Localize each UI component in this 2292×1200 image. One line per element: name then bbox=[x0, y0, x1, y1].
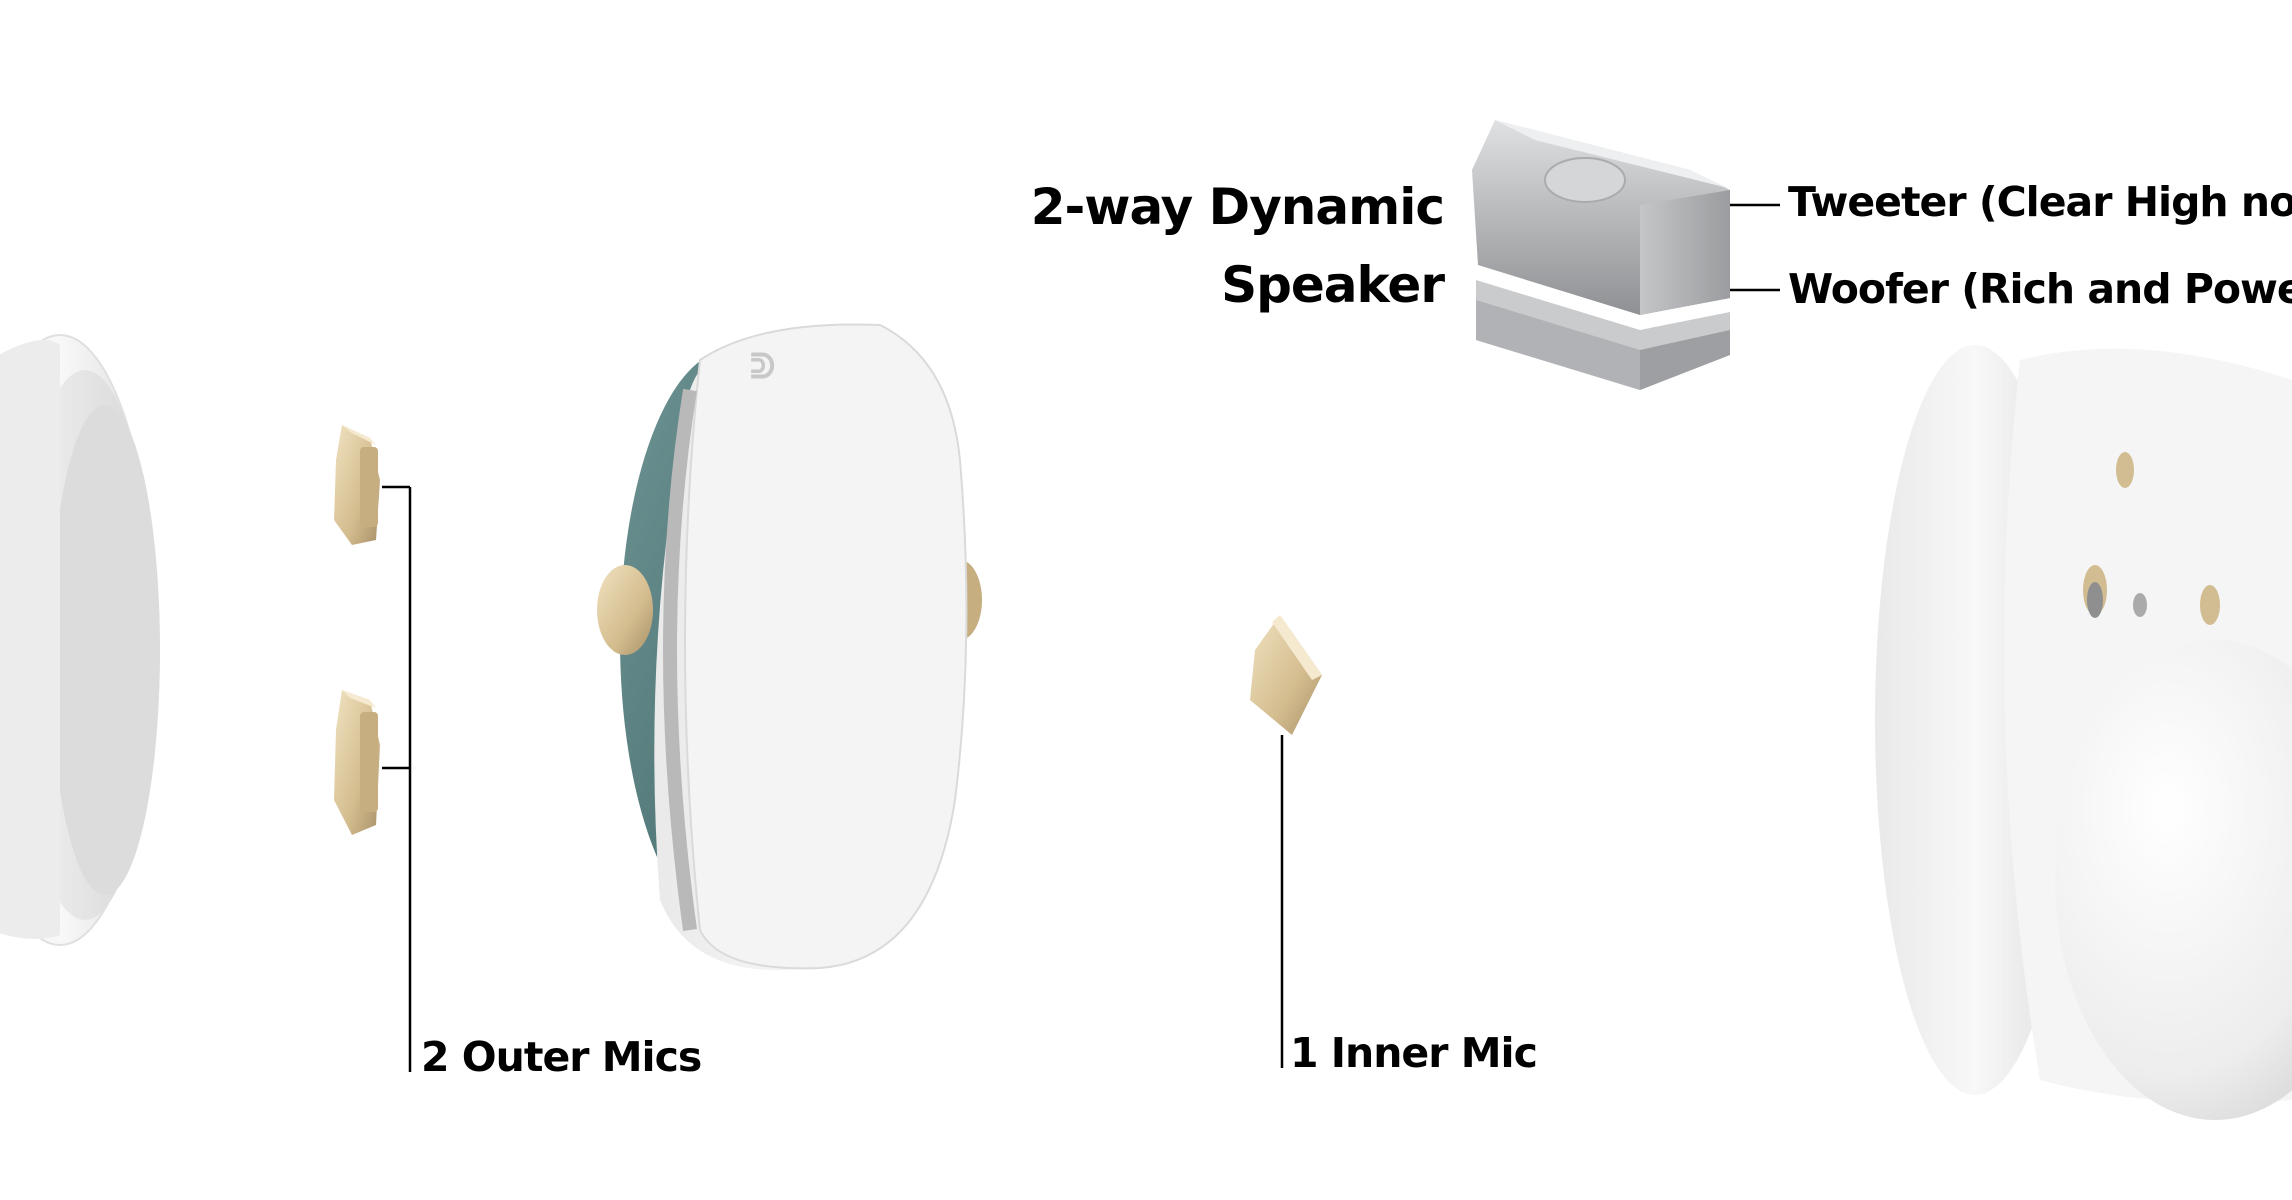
outer-mics-label: 2 Outer Mics bbox=[421, 1033, 702, 1081]
speaker-title-line2: Speaker bbox=[1221, 256, 1445, 314]
dynamic-speaker bbox=[1472, 120, 1730, 390]
ring-logo-mark: ᕲ bbox=[750, 347, 775, 387]
outer-mic-top bbox=[334, 425, 380, 545]
outer-shell-ring bbox=[0, 334, 160, 946]
outer-mics-callout-line bbox=[382, 485, 412, 1072]
inner-mic bbox=[1250, 615, 1322, 735]
tweeter-label: Tweeter (Clear High notes bbox=[1788, 178, 2292, 226]
earbud-body bbox=[1875, 345, 2292, 1120]
speaker-title-line1: 2-way Dynamic bbox=[1030, 178, 1445, 236]
pcb-battery-module: ᕲ bbox=[597, 323, 982, 971]
inner-mic-label: 1 Inner Mic bbox=[1290, 1029, 1538, 1077]
outer-mic-bottom bbox=[334, 690, 380, 835]
speaker-callout-lines bbox=[1730, 203, 1780, 292]
woofer-label: Woofer (Rich and Powerfu bbox=[1788, 265, 2292, 313]
